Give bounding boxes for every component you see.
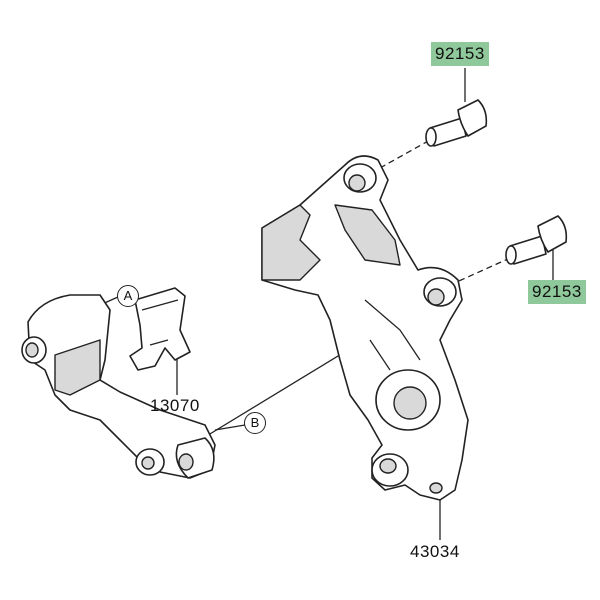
- callout-b: B: [244, 412, 266, 434]
- assembly-line-bottom: [449, 257, 511, 286]
- leader-line-b: [214, 424, 246, 431]
- part-label-92153-top[interactable]: 92153: [431, 42, 489, 66]
- part-label-43034[interactable]: 43034: [410, 542, 460, 561]
- bolt-92153-bottom: [505, 215, 568, 265]
- caliper-holder: [21, 294, 216, 479]
- callout-a: A: [117, 285, 139, 307]
- bolt-92153-top: [425, 99, 488, 147]
- pad-spring-13070: [129, 287, 191, 371]
- part-label-13070[interactable]: 13070: [150, 396, 200, 415]
- part-label-92153-bottom[interactable]: 92153: [528, 280, 586, 304]
- caliper-bracket-43034: [261, 155, 469, 501]
- assembly-line-top: [379, 139, 431, 169]
